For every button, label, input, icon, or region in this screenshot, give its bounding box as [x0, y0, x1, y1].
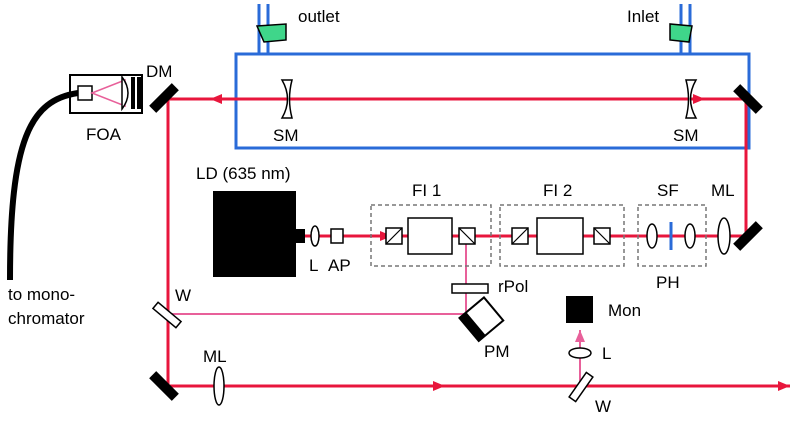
foa-connector [77, 85, 93, 101]
foa [7, 74, 143, 281]
w-left-window [151, 301, 183, 329]
bottom-left-mirror [149, 371, 179, 401]
labels: outlet Inlet DM FOA SM SM LD (635 nm) FI… [8, 7, 735, 416]
foa-lens [121, 74, 129, 112]
faraday-isolator-1 [370, 204, 492, 267]
fi2-polarizer-in-diag [511, 227, 529, 245]
arrow-bottom-2 [778, 381, 790, 391]
label-pm: PM [484, 342, 510, 361]
fi1-rotator [407, 217, 453, 255]
label-fi2: FI 2 [543, 181, 572, 200]
arrow-bottom-1 [433, 381, 445, 391]
sm-right [685, 79, 698, 119]
ld-body [213, 191, 296, 277]
foa-plate-2 [137, 77, 141, 109]
ml-bottom-lens [213, 366, 225, 406]
label-mon: Mon [608, 301, 641, 320]
fi2-rotator [536, 217, 584, 255]
optical-fiber [7, 90, 79, 281]
l-mon-lens [568, 347, 592, 359]
label-rpol: rPol [498, 277, 528, 296]
label-sm-right: SM [673, 126, 699, 145]
foa-plate-1 [131, 77, 135, 109]
arrow-cavity-right [693, 94, 705, 104]
laser-diode [213, 191, 305, 277]
label-to-mono-2: chromator [8, 309, 85, 328]
faraday-isolator-2 [499, 204, 625, 267]
label-outlet: outlet [298, 7, 340, 26]
label-l-main: L [309, 256, 318, 275]
inlet-valve [669, 23, 693, 43]
mon-detector [566, 296, 593, 323]
fi1-box [370, 204, 492, 267]
sf-box [637, 204, 707, 267]
label-w-bottom: W [595, 397, 611, 416]
mirrors [149, 83, 763, 401]
sf-lens-2 [684, 223, 696, 249]
label-ld: LD (635 nm) [196, 164, 290, 183]
label-sm-left: SM [273, 126, 299, 145]
label-to-mono-1: to mono- [8, 285, 75, 304]
label-dm: DM [146, 62, 172, 81]
label-ml-top: ML [711, 181, 735, 200]
fi1-polarizer-in-diag [385, 227, 403, 245]
spatial-filter [637, 204, 707, 267]
label-l-mon: L [602, 344, 611, 363]
fi2-polarizer-out-diag [593, 227, 611, 245]
label-ml-bottom: ML [203, 347, 227, 366]
rpol-element [451, 283, 489, 294]
aperture-ap [330, 228, 344, 244]
photodiode-pm [458, 296, 505, 343]
ml-right-mirror [733, 221, 763, 251]
outlet-valve [255, 23, 287, 43]
top-right-mirror [733, 84, 763, 114]
sf-lens-1 [646, 223, 658, 249]
label-inlet: Inlet [627, 7, 659, 26]
label-fi1: FI 1 [412, 181, 441, 200]
sm-right-lens [685, 79, 698, 119]
ml-top-lens [717, 217, 731, 255]
sm-left-lens [280, 79, 293, 119]
label-sf: SF [657, 181, 679, 200]
label-ph: PH [656, 273, 680, 292]
label-foa: FOA [86, 125, 122, 144]
label-w-left: W [175, 286, 191, 305]
fi1-polarizer-out-diag [458, 227, 476, 245]
label-ap: AP [328, 256, 351, 275]
dm-mirror [149, 83, 179, 113]
pm-face [459, 312, 486, 342]
sm-left [280, 79, 293, 119]
lens-l [310, 225, 320, 247]
arrow-cavity-left [210, 94, 222, 104]
arrow-mon [575, 330, 585, 342]
w-bottom-window [568, 371, 594, 403]
ld-output [295, 229, 305, 243]
fi2-box [499, 204, 625, 267]
